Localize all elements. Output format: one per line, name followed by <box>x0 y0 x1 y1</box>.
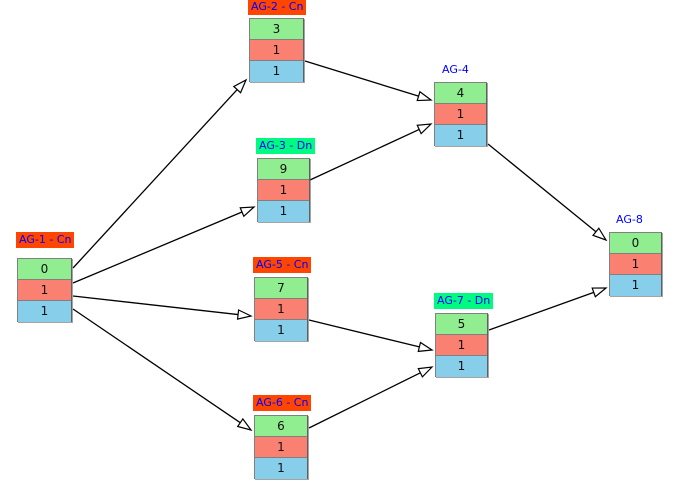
arrowhead-icon <box>591 287 608 298</box>
node-cell-ag-8-row1: 1 <box>610 254 661 275</box>
node-label-ag-6: AG-6 - Cn <box>253 395 312 411</box>
node-cell-ag-8-row0: 0 <box>610 233 661 254</box>
node-cell-ag-6-row1: 1 <box>255 437 307 458</box>
node-label-ag-4: AG-4 <box>442 63 469 76</box>
arrowhead-icon <box>592 227 608 242</box>
node-cell-ag-1-row2: 1 <box>18 301 71 322</box>
node-cell-ag-3-row1: 1 <box>258 180 309 201</box>
node-label-ag-8: AG-8 <box>616 213 643 226</box>
node-cell-ag-6-row0: 6 <box>255 416 307 437</box>
node-cell-ag-5-row0: 7 <box>255 278 307 299</box>
arrowhead-icon <box>417 366 434 378</box>
edge-ag-4-to-ag-8 <box>487 143 608 242</box>
edge-ag-1-to-ag-6 <box>72 308 253 432</box>
node-label-ag-5: AG-5 - Cn <box>253 257 312 273</box>
node-label-ag-2: AG-2 - Cn <box>248 0 307 15</box>
node-cell-ag-8-row2: 1 <box>610 275 661 296</box>
node-cell-ag-5-row2: 1 <box>255 320 307 341</box>
node-cell-ag-1-row1: 1 <box>18 280 71 301</box>
edge-ag-3-to-ag-4 <box>309 123 433 181</box>
node-cell-ag-3-row0: 9 <box>258 159 309 180</box>
edge-ag-6-to-ag-7 <box>308 366 434 429</box>
edge-ag-7-to-ag-8 <box>488 287 608 331</box>
node-cell-ag-5-row1: 1 <box>255 299 307 320</box>
node-cell-ag-2-row0: 3 <box>250 19 303 40</box>
node-label-ag-1: AG-1 - Cn <box>16 232 75 248</box>
arrowhead-icon <box>239 206 256 218</box>
arrowhead-icon <box>236 417 253 432</box>
edge-ag-5-to-ag-7 <box>308 319 434 353</box>
node-label-ag-7: AG-7 - Dn <box>434 293 494 309</box>
node-cell-ag-1-row0: 0 <box>18 259 71 280</box>
node-cell-ag-7-row2: 1 <box>436 356 487 377</box>
node-cell-ag-4-row0: 4 <box>435 83 486 104</box>
node-cell-ag-4-row1: 1 <box>435 104 486 125</box>
node-cell-ag-3-row2: 1 <box>258 201 309 222</box>
node-label-ag-3: AG-3 - Dn <box>256 138 316 154</box>
node-cell-ag-6-row2: 1 <box>255 458 307 479</box>
edge-ag-1-to-ag-2 <box>72 78 248 269</box>
arrowhead-icon <box>236 309 253 320</box>
arrowhead-icon <box>232 78 248 94</box>
node-cell-ag-7-row1: 1 <box>436 335 487 356</box>
edge-ag-2-to-ag-4 <box>304 60 433 102</box>
node-cell-ag-2-row1: 1 <box>250 40 303 61</box>
node-cell-ag-2-row2: 1 <box>250 61 303 82</box>
edge-ag-1-to-ag-3 <box>72 206 256 284</box>
arrowhead-icon <box>416 123 433 135</box>
arrowhead-icon <box>417 341 434 353</box>
node-cell-ag-4-row2: 1 <box>435 125 486 146</box>
edge-ag-1-to-ag-5 <box>72 295 253 320</box>
arrowhead-icon <box>416 90 433 102</box>
node-cell-ag-7-row0: 5 <box>436 314 487 335</box>
